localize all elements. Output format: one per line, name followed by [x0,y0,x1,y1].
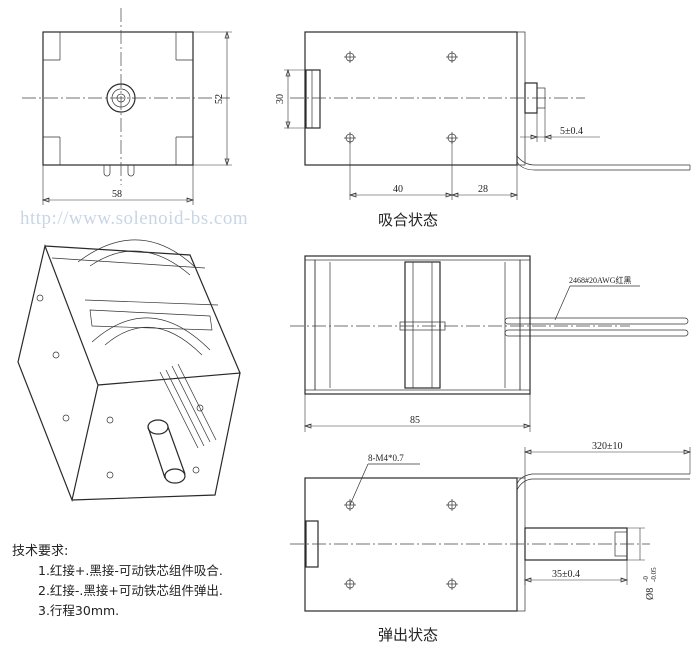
mount-holes-top [344,51,458,144]
dim-length-85: 85 [410,415,420,426]
dim-shaft-5: 5±0.4 [560,126,583,137]
wire-spec-label: 2468#20AWG红黑 [569,275,631,285]
caption-extended: 弹出状态 [378,626,438,644]
tech-requirement-3: 3.行程30mm. [38,603,120,618]
dim-shaft-tol-lower: -0.05 [650,567,658,582]
mount-holes-bottom [344,499,458,590]
side-view-extended: 8-M4*0.7 320±10 35±0.4 Ø8 -0 -0.05 弹出状态 [290,441,692,644]
caption-retracted: 吸合状态 [378,211,438,229]
isometric-view [17,239,241,503]
watermark-url: http://www.solenoid-bs.com [20,208,248,229]
side-view-retracted: 30 40 28 5±0.4 吸合状态 [275,31,691,229]
thread-callout: 8-M4*0.7 [368,453,404,463]
dim-height-52: 52 [214,94,225,104]
dim-28: 28 [478,184,488,195]
dim-30: 30 [275,94,286,104]
tech-requirement-2: 2.红接-.黑接+可动铁芯组件弹出. [38,583,223,598]
tech-requirements-title: 技术要求: [12,544,69,559]
dim-stroke-35: 35±0.4 [552,569,580,580]
dim-shaft-diameter: Ø8 [645,588,656,600]
dim-shaft-tol-upper: -0 [642,576,650,582]
dim-40: 40 [393,184,403,195]
front-view: 58 52 [22,8,232,205]
dim-lead-320: 320±10 [592,441,623,452]
dim-width-58: 58 [112,189,122,200]
tech-requirement-1: 1.红接+.黑接-可动铁芯组件吸合. [38,563,223,578]
top-section-view: 2468#20AWG红黑 85 [290,255,689,432]
